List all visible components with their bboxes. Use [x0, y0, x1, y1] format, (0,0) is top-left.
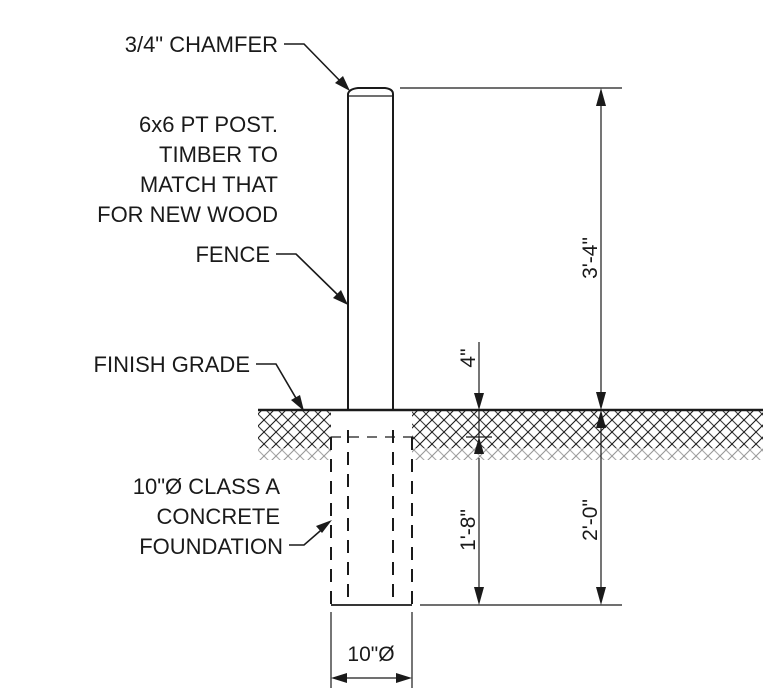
label-foundation-line-2: CONCRETE	[157, 504, 280, 529]
dimension-label-below-grade: 2'-0"	[579, 499, 602, 541]
label-post-line-2: TIMBER TO	[159, 142, 278, 167]
label-post-line-1: 6x6 PT POST.	[139, 112, 278, 137]
dimension-post-embed: 1'-8"	[457, 458, 484, 605]
label-finish-grade: FINISH GRADE	[94, 352, 250, 377]
label-foundation-description: 10"Ø CLASS A CONCRETE FOUNDATION	[133, 474, 283, 559]
dimension-below-grade: 2'-0"	[579, 410, 606, 605]
post-above-grade	[347, 87, 394, 410]
dimension-embed-gap: 4"	[457, 342, 492, 454]
dimension-label-embed-gap: 4"	[457, 348, 480, 367]
dimension-label-above-grade: 3'-4"	[579, 237, 602, 279]
dimension-label-foundation-diameter: 10"Ø	[347, 643, 394, 666]
concrete-foundation	[330, 430, 413, 606]
label-post-line-4: FOR NEW WOOD	[97, 202, 278, 227]
dimension-label-post-embed: 1'-8"	[457, 509, 480, 551]
label-post-description: 6x6 PT POST. TIMBER TO MATCH THAT FOR NE…	[97, 112, 278, 267]
label-post-line-5: FENCE	[195, 242, 270, 267]
label-chamfer: 3/4" CHAMFER	[125, 32, 278, 57]
label-foundation-line-3: FOUNDATION	[139, 534, 283, 559]
leader-lines	[256, 43, 350, 546]
dimension-above-grade: 3'-4"	[579, 88, 606, 410]
ground-hatch	[258, 410, 763, 463]
extension-lines	[400, 87, 622, 606]
dimension-foundation-diameter: 10"Ø	[330, 612, 413, 688]
label-foundation-line-1: 10"Ø CLASS A	[133, 474, 281, 499]
label-post-line-3: MATCH THAT	[140, 172, 278, 197]
